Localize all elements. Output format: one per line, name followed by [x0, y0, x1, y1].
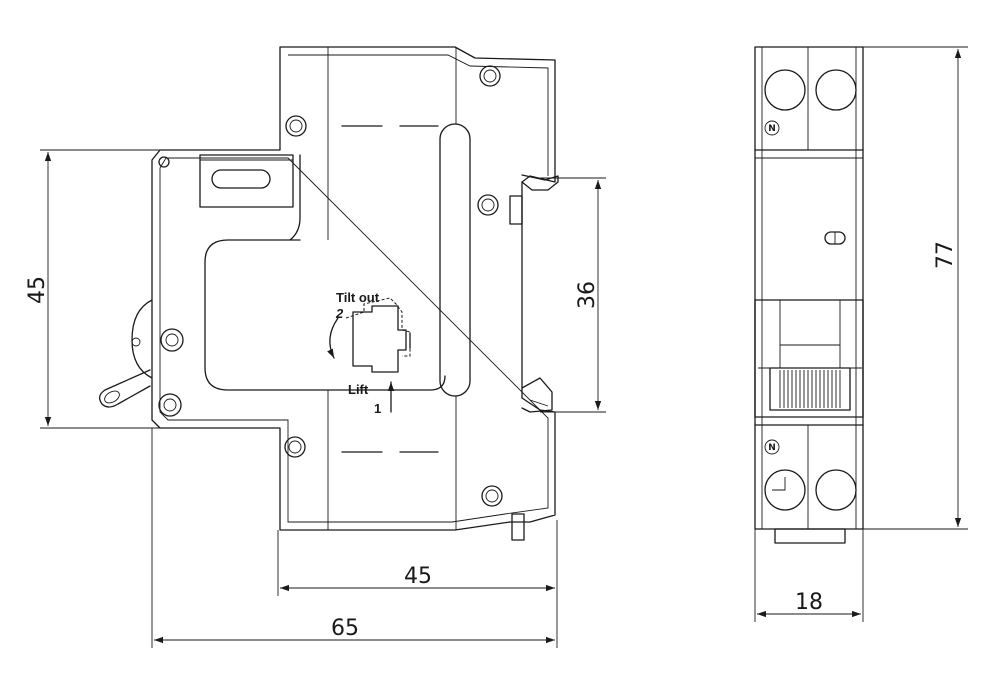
- dim-module-height: 77: [933, 241, 958, 269]
- center-slot: [439, 123, 471, 397]
- status-window: [199, 154, 294, 208]
- side-view-inner-contour: [159, 54, 549, 523]
- front-dimensions: 77 18: [754, 46, 968, 622]
- front-foot: [774, 528, 846, 544]
- dim-front-width: 45: [404, 564, 432, 589]
- front-body: [754, 46, 864, 530]
- top-neutral-mark: N: [768, 124, 776, 134]
- bottom-tab: [511, 513, 525, 541]
- toggle-lever[interactable]: [98, 299, 153, 408]
- side-view: Tilt out 2 Lift 1: [98, 46, 559, 541]
- vent-dashes: [341, 125, 439, 453]
- tilt-out-label: Tilt out: [336, 290, 380, 305]
- dim-total-depth: 65: [331, 616, 359, 641]
- dim-side-height: 45: [25, 276, 50, 304]
- front-view: N N: [754, 46, 864, 544]
- lift-label: Lift: [348, 382, 369, 397]
- dim-module-width: 18: [795, 590, 823, 615]
- screw-holes: [158, 65, 503, 507]
- step-one-label: 1: [374, 401, 381, 416]
- toggle-front[interactable]: [754, 299, 864, 418]
- side-view-outline: [151, 46, 556, 531]
- bottom-terminals: [764, 439, 857, 511]
- side-dimensions: 45 36 45 65: [25, 149, 606, 648]
- top-terminals: [764, 69, 857, 136]
- step-two-label: 2: [335, 306, 344, 321]
- dim-din-rail: 36: [575, 281, 600, 309]
- mounting-pictogram: [327, 297, 411, 413]
- side-view-cavity: [204, 154, 446, 391]
- din-rail-clip: [509, 174, 559, 413]
- bottom-neutral-mark: N: [768, 443, 776, 453]
- status-slot: [211, 169, 271, 189]
